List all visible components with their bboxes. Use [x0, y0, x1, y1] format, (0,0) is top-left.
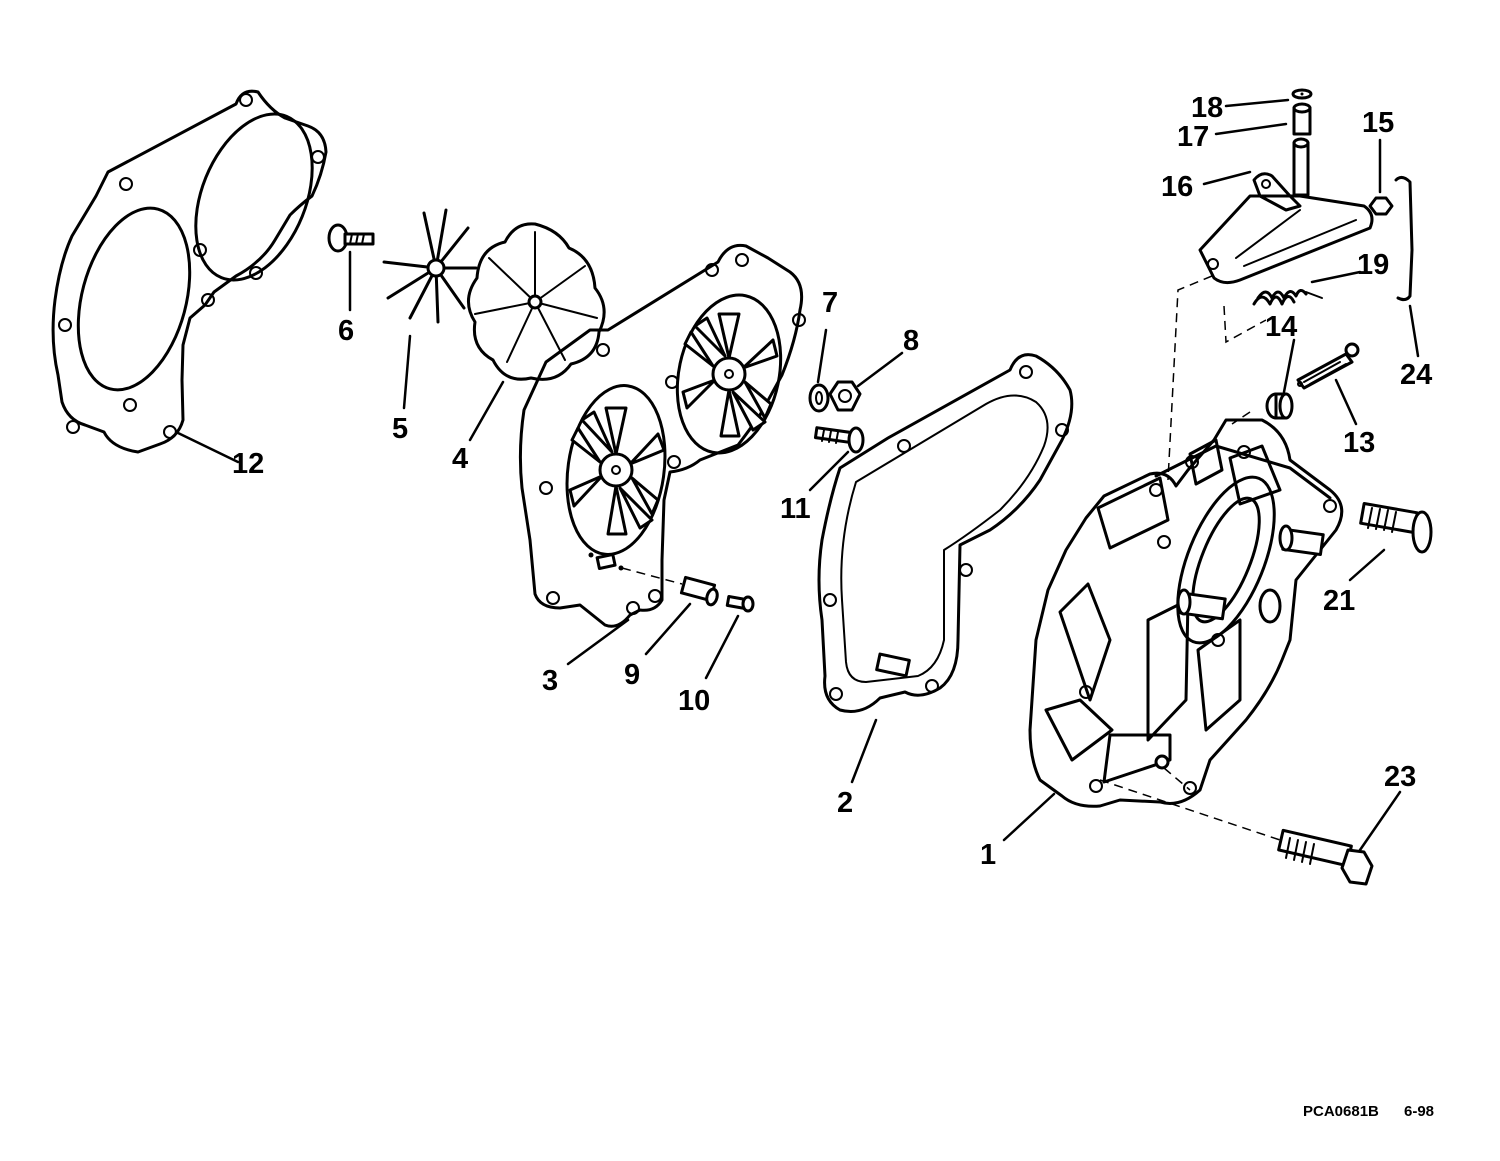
part-8-nut — [828, 380, 862, 412]
callout-13: 13 — [1343, 427, 1375, 459]
callout-1: 1 — [980, 839, 996, 871]
diagram-reference-code: PCA0681B — [1303, 1103, 1379, 1120]
part-11-screw — [813, 426, 865, 454]
part-7-washer — [808, 383, 830, 413]
callout-15: 15 — [1362, 107, 1394, 139]
part-15-nut — [1368, 196, 1394, 216]
part-17-sleeve — [1292, 102, 1312, 136]
part-23-bolt — [1277, 828, 1374, 886]
assembly-lines — [621, 275, 1281, 841]
part-24-rod — [1394, 175, 1414, 302]
callout-7: 7 — [822, 287, 838, 319]
part-6-screw — [327, 223, 375, 253]
part-2-gasket — [817, 353, 1074, 713]
leader-lines — [174, 98, 1420, 852]
callout-11: 11 — [780, 493, 811, 525]
part-9-fitting — [679, 575, 719, 607]
callout-23: 23 — [1384, 761, 1416, 793]
part-10-screw — [725, 594, 755, 613]
callout-5: 5 — [392, 413, 408, 445]
part-18-washer — [1291, 88, 1313, 100]
callout-14: 14 — [1265, 311, 1297, 343]
callout-12: 12 — [232, 448, 264, 480]
part-14-grommet — [1265, 392, 1294, 420]
part-21-bolt — [1359, 501, 1433, 554]
callout-18: 18 — [1191, 92, 1223, 124]
part-12-gasket — [51, 89, 328, 454]
callout-19: 19 — [1357, 249, 1389, 281]
callout-8: 8 — [903, 325, 919, 357]
callout-10: 10 — [678, 685, 710, 717]
callout-21: 21 — [1323, 585, 1355, 617]
part-13-pin — [1296, 342, 1360, 390]
callout-4: 4 — [452, 443, 468, 475]
diagram-date-code: 6-98 — [1404, 1103, 1435, 1120]
part-3-pump-plate — [518, 243, 806, 628]
callout-6: 6 — [338, 315, 354, 347]
part-4-valve-flower — [467, 222, 606, 381]
callout-24: 24 — [1400, 359, 1432, 391]
callout-16: 16 — [1161, 171, 1193, 203]
callout-2: 2 — [837, 787, 853, 819]
part-16-lever — [1198, 137, 1374, 285]
part-5-valve-star — [382, 208, 478, 324]
part-19-spring — [1252, 289, 1323, 306]
callout-17: 17 — [1177, 121, 1209, 153]
part-1-housing — [1028, 418, 1344, 808]
callout-3: 3 — [542, 665, 558, 697]
callout-labels: 1 2 3 4 5 6 7 8 9 10 11 12 13 14 15 16 1… — [232, 92, 1432, 871]
callout-9: 9 — [624, 659, 640, 691]
